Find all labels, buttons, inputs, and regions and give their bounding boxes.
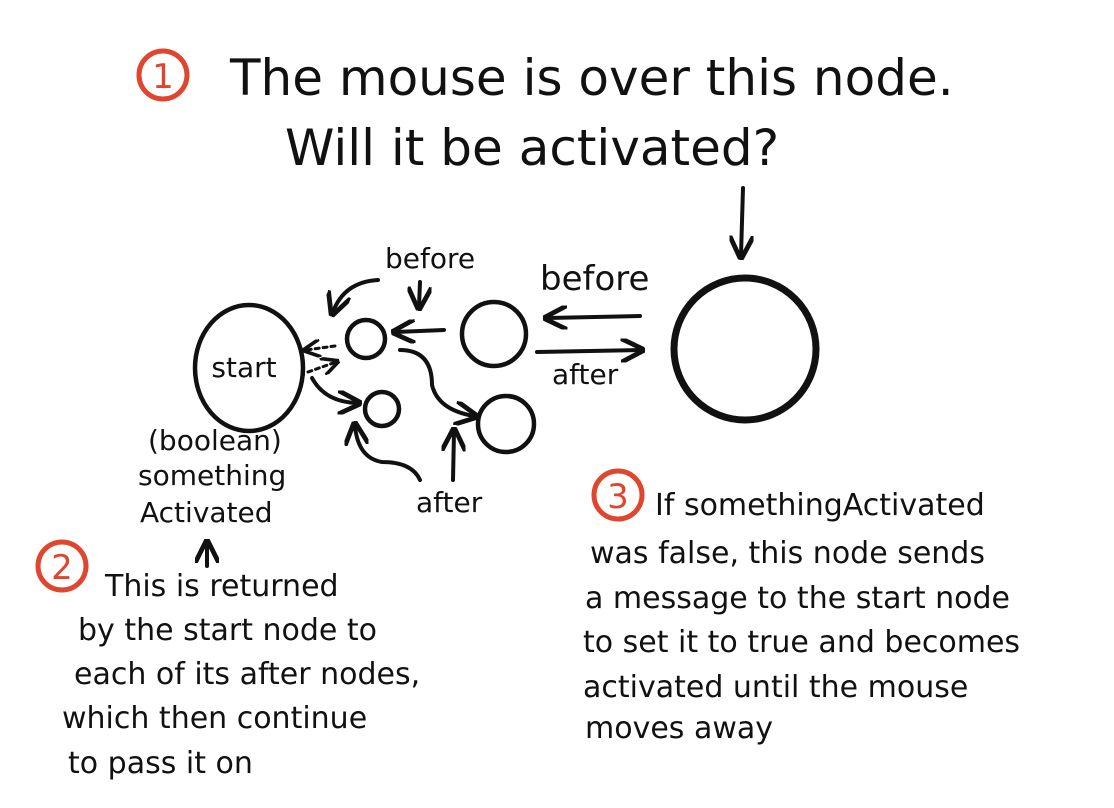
note-2-line-4: which then continue (62, 701, 367, 736)
after-label-right: after (552, 358, 619, 391)
after-arrow-mid (398, 348, 474, 416)
note-3-line-3: a message to the start node (585, 581, 1010, 616)
dotted-arrow-from-start (306, 362, 336, 372)
note-2-line-2: by the start node to (78, 613, 377, 648)
after-node-mid (475, 393, 537, 455)
edges-group (207, 278, 642, 568)
note-3-line-2: was false, this node sends (590, 536, 985, 571)
after-label-pointer-straight (453, 432, 454, 482)
variable-type: (boolean) (148, 424, 282, 457)
before-label-left: before (385, 242, 475, 275)
note-3-group: 3 If somethingActivated was false, this … (583, 468, 1020, 746)
before-label-pointer-straight (419, 280, 420, 306)
dotted-arrow-to-start (306, 346, 337, 350)
after-arrow-start (310, 376, 357, 403)
note-2-line-1: This is returned (104, 569, 339, 604)
step-3-badge (591, 468, 645, 522)
heading-line-2: Will it be activated? (285, 119, 779, 177)
note-2-line-5: to pass it on (68, 746, 253, 781)
after-node-small (362, 389, 402, 429)
step-3-number: 3 (607, 477, 629, 517)
after-label-bottom: after (416, 486, 483, 519)
after-label-pointer-curve (355, 426, 422, 482)
note-3-line-1: If somethingActivated (655, 488, 985, 523)
start-node-label: start (211, 351, 276, 384)
after-arrow-right (535, 350, 640, 352)
edge-labels-group: before before after after (385, 242, 649, 519)
note-3-line-4: to set it to true and becomes (583, 625, 1020, 660)
step-2-number: 2 (51, 548, 73, 588)
note-3-line-6: moves away (585, 711, 773, 746)
nodes-group: start (192, 274, 820, 455)
step-1-badge (136, 48, 190, 102)
note-2-group: 2 This is returned by the start node to … (35, 539, 420, 781)
before-label-pointer-curve (333, 278, 380, 312)
before-node-small (344, 317, 388, 361)
variable-group: (boolean) something Activated (138, 424, 286, 529)
note-2-line-3: each of its after nodes, (74, 657, 420, 692)
before-arrow-right (548, 316, 642, 318)
step-1-number: 1 (152, 57, 174, 97)
before-label-right: before (540, 259, 649, 299)
variable-name-line-1: something (138, 459, 286, 492)
heading-group: 1 The mouse is over this node. Will it b… (136, 48, 954, 177)
start-node (192, 302, 306, 434)
before-node-mid (459, 299, 529, 369)
variable-name-line-2: Activated (140, 496, 273, 529)
heading-line-1: The mouse is over this node. (229, 49, 954, 107)
step-2-badge (35, 539, 89, 593)
heading-arrow (741, 186, 743, 255)
hovered-node (670, 274, 820, 424)
before-arrow-mid (396, 330, 446, 332)
note-3-line-5: activated until the mouse (583, 670, 968, 705)
